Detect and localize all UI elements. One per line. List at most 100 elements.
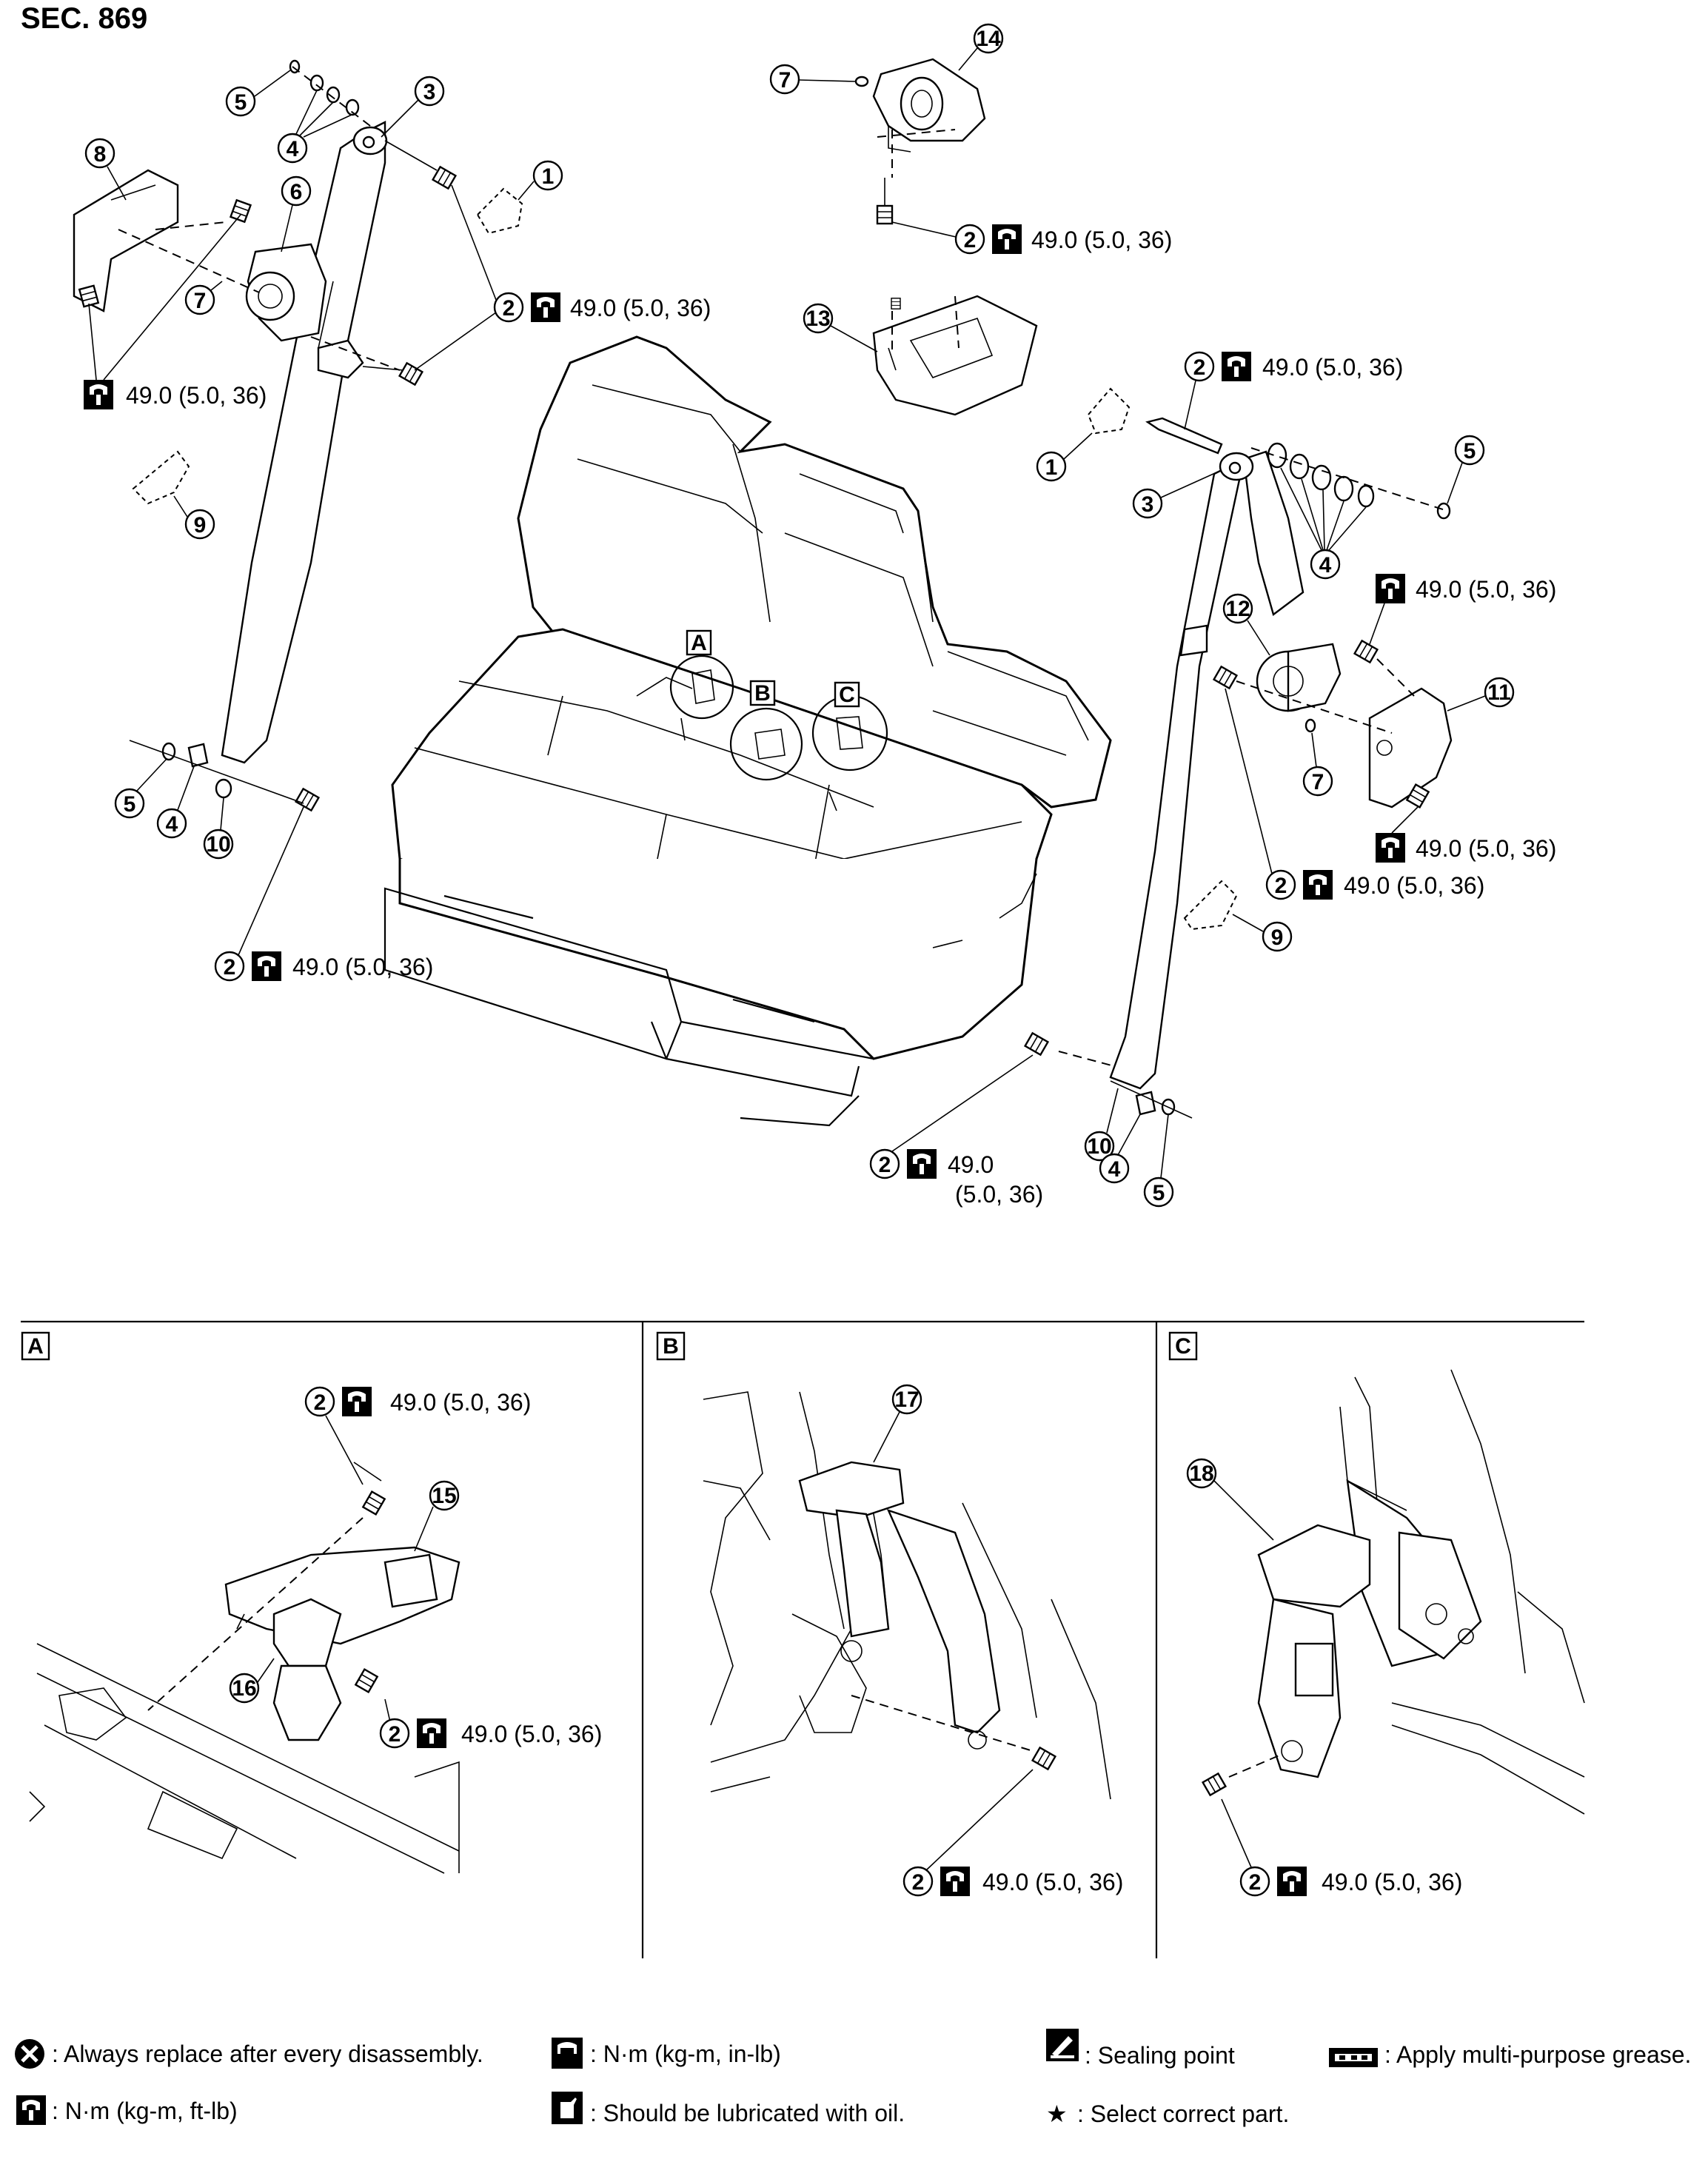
torque-detail-a-bottom: 2 49.0 (5.0, 36): [379, 1718, 602, 1749]
callout-3-left: 3: [414, 76, 445, 107]
callout-4-left-bottom: 4: [156, 808, 187, 839]
svg-text:12: 12: [1225, 597, 1250, 621]
svg-text:3: 3: [1142, 492, 1154, 517]
detail-marker-b: B: [749, 680, 776, 706]
callout-12: 12: [1222, 593, 1253, 624]
svg-text:A: A: [27, 1334, 44, 1359]
torque-labels-main: 2 49.0 (5.0, 36) 2 49.0 (5.0, 36) 49.0 (…: [84, 184, 1556, 1208]
callout-1-left: 1: [532, 160, 563, 191]
svg-text:C: C: [839, 683, 855, 707]
svg-text:: Should be lubricated with oi: : Should be lubricated with oil.: [590, 2100, 905, 2126]
svg-text:4: 4: [166, 812, 178, 837]
callout-9-right: 9: [1262, 921, 1293, 952]
legend-select-part: ★ : Select correct part.: [1046, 2101, 1289, 2127]
svg-text:4: 4: [1108, 1157, 1121, 1182]
callouts-main: 5 4 3 8 6 1 7 9 5 4 10 7 14 13 1 3 5: [84, 23, 1515, 1208]
callout-11: 11: [1484, 677, 1515, 708]
svg-text:13: 13: [806, 307, 830, 331]
svg-text:5: 5: [1464, 439, 1476, 463]
svg-text:49.0 (5.0, 36): 49.0 (5.0, 36): [1344, 872, 1484, 899]
callout-7-left: 7: [184, 284, 215, 315]
callout-7-right: 7: [1302, 766, 1333, 797]
svg-text:4: 4: [1319, 553, 1332, 578]
svg-text:49.0: 49.0: [948, 1151, 994, 1178]
legend-always-replace: : Always replace after every disassembly…: [15, 2039, 483, 2069]
torque-center-bottom: 2 49.0 (5.0, 36): [869, 1054, 1043, 1208]
callout-6: 6: [281, 175, 312, 207]
wrench-torque-icon: [16, 2095, 46, 2125]
svg-text:3: 3: [423, 80, 436, 104]
torque-right-top: 2 49.0 (5.0, 36): [1184, 351, 1403, 430]
torque-left-bracket: 49.0 (5.0, 36): [84, 214, 267, 409]
legend-lubricate: : Should be lubricated with oil.: [552, 2092, 905, 2126]
svg-text:2: 2: [503, 296, 515, 321]
detail-panel-b: B 17 2 49.0 (5.0, 36): [656, 1331, 1123, 1897]
callout-8: 8: [84, 138, 115, 169]
callout-15: 15: [429, 1480, 460, 1511]
svg-text:10: 10: [1087, 1134, 1111, 1159]
svg-text:2: 2: [224, 955, 236, 980]
svg-text:49.0 (5.0, 36): 49.0 (5.0, 36): [461, 1721, 602, 1747]
callout-13: 13: [803, 303, 834, 334]
callout-1-right: 1: [1036, 451, 1067, 482]
detail-marker-c: C: [834, 681, 860, 708]
svg-text:2: 2: [1193, 355, 1206, 380]
svg-text:9: 9: [1271, 925, 1284, 950]
svg-text:11: 11: [1487, 680, 1511, 705]
svg-text:2: 2: [879, 1153, 891, 1177]
star-icon: ★: [1046, 2101, 1068, 2127]
torque-right-retractor: 49.0 (5.0, 36): [1369, 574, 1556, 645]
torque-right-lower: 2 49.0 (5.0, 36): [1225, 688, 1484, 900]
svg-text:16: 16: [232, 1676, 256, 1701]
callout-7-center: 7: [769, 64, 800, 95]
svg-text:7: 7: [194, 289, 207, 313]
legend-nm-ftlb: : N·m (kg-m, ft-lb): [16, 2095, 238, 2125]
svg-text:49.0 (5.0, 36): 49.0 (5.0, 36): [1416, 835, 1556, 862]
detail-panel-a: A 15 16 2 49.0 (5.0, 36) 2 49.0: [21, 1331, 602, 1874]
torque-detail-b: 2 49.0 (5.0, 36): [902, 1769, 1123, 1897]
svg-text:9: 9: [194, 513, 207, 538]
legend-sealing: : Sealing point: [1046, 2029, 1235, 2069]
section-title: SEC. 869: [21, 2, 147, 35]
callout-4-right-bottom: 4: [1099, 1153, 1130, 1184]
svg-text:A: A: [691, 631, 707, 655]
svg-text:2: 2: [964, 228, 977, 252]
svg-text:7: 7: [779, 68, 791, 93]
svg-text:2: 2: [1275, 874, 1287, 898]
callout-3-right: 3: [1132, 488, 1163, 519]
svg-text:49.0 (5.0, 36): 49.0 (5.0, 36): [1416, 576, 1556, 603]
svg-text:49.0 (5.0, 36): 49.0 (5.0, 36): [1262, 354, 1403, 381]
detail-marker-a: A: [686, 629, 712, 656]
callout-4-left-top: 4: [277, 133, 308, 164]
callout-5-left-top: 5: [225, 86, 256, 117]
callout-14: 14: [973, 23, 1004, 54]
callout-5-left-bottom: 5: [114, 788, 145, 819]
svg-text:1: 1: [1045, 455, 1058, 480]
callout-4-right-top: 4: [1310, 549, 1341, 580]
svg-text:17: 17: [894, 1388, 919, 1412]
callout-5-right-bottom: 5: [1143, 1176, 1174, 1208]
torque-detail-c: 2 49.0 (5.0, 36): [1221, 1798, 1462, 1897]
svg-text:2: 2: [314, 1390, 326, 1415]
rear-seat-drawing: [384, 335, 1112, 1127]
svg-text:4: 4: [287, 137, 299, 161]
svg-text:5: 5: [235, 90, 247, 115]
svg-text:1: 1: [542, 164, 555, 189]
svg-text:8: 8: [94, 142, 107, 167]
svg-text:C: C: [1175, 1334, 1191, 1359]
svg-text:49.0 (5.0, 36): 49.0 (5.0, 36): [1322, 1869, 1462, 1895]
torque-detail-a-top: 2 49.0 (5.0, 36): [304, 1386, 531, 1485]
svg-text:: Select correct part.: : Select correct part.: [1077, 2101, 1289, 2127]
svg-text:49.0 (5.0, 36): 49.0 (5.0, 36): [570, 295, 711, 321]
torque-right-bracket: 49.0 (5.0, 36): [1376, 806, 1556, 863]
svg-text:18: 18: [1189, 1462, 1213, 1486]
svg-text:7: 7: [1312, 770, 1324, 794]
svg-text:: Apply multi-purpose grease.: : Apply multi-purpose grease.: [1384, 2041, 1691, 2068]
svg-text:49.0 (5.0, 36): 49.0 (5.0, 36): [292, 954, 433, 980]
svg-text:10: 10: [206, 832, 230, 857]
left-belt-assembly: [73, 59, 523, 811]
svg-text:49.0 (5.0, 36): 49.0 (5.0, 36): [982, 1869, 1123, 1895]
detail-panel-c: C 18 2 49.0 (5.0, 36): [1168, 1331, 1585, 1897]
svg-text:B: B: [663, 1334, 679, 1359]
